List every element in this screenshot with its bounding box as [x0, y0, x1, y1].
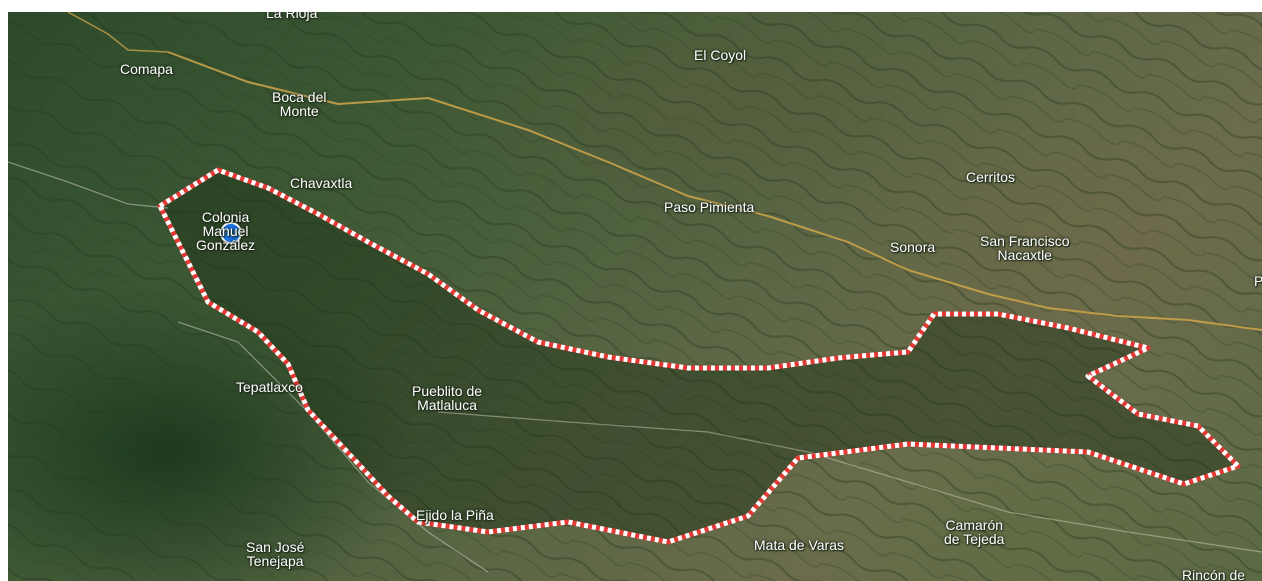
place-label-line: Manuel: [202, 223, 249, 239]
place-label-line: P: [1254, 273, 1262, 289]
protected-area-fill: [160, 170, 1238, 542]
place-label-line: Mata de Varas: [754, 537, 845, 553]
place-label-line: Chavaxtla: [290, 175, 353, 191]
place-label-line: Rincón de: [1182, 567, 1246, 581]
place-label-line: La Rioja: [266, 12, 318, 21]
place-label-line: González: [196, 237, 256, 253]
place-label-line: Camarón: [945, 517, 1004, 533]
place-label-tepatlaxco[interactable]: Tepatlaxco: [236, 380, 303, 394]
place-label-line: Pueblito de: [412, 383, 483, 399]
place-label-line: Cerritos: [966, 169, 1016, 185]
place-label-line: Monte: [279, 103, 319, 119]
place-label-line: Paso Pimienta: [664, 199, 755, 215]
place-label-chavaxtla[interactable]: Chavaxtla: [290, 176, 352, 190]
place-label-line: Sonora: [890, 239, 936, 255]
place-label-line: Matlaluca: [417, 397, 477, 413]
place-label-rincon-de[interactable]: Rincón de: [1182, 568, 1245, 581]
main-road: [167, 51, 1262, 331]
place-label-mata-de-varas[interactable]: Mata de Varas: [754, 538, 844, 552]
place-label-line: Nacaxtle: [997, 247, 1052, 263]
map-overlay: [8, 12, 1262, 581]
current-location-marker[interactable]: [220, 222, 242, 244]
place-label-line: Comapa: [120, 61, 173, 77]
place-label-line: Colonia: [201, 209, 250, 225]
place-label-el-coyol[interactable]: El Coyol: [694, 48, 746, 62]
place-label-comapa[interactable]: Comapa: [120, 62, 173, 76]
local-road-south: [177, 321, 489, 573]
place-label-la-rioja[interactable]: La Rioja: [266, 12, 317, 20]
local-road-east: [437, 411, 1262, 553]
place-label-edge-p[interactable]: P: [1254, 274, 1262, 288]
terrain-texture: [8, 12, 1262, 581]
place-label-line: El Coyol: [694, 47, 747, 63]
place-label-cerritos[interactable]: Cerritos: [966, 170, 1015, 184]
secondary-road: [67, 12, 169, 53]
protected-area-boundary-white: [157, 167, 1241, 545]
local-road: [8, 161, 169, 209]
place-label-line: de Tejeda: [944, 531, 1005, 547]
place-label-line: San Francisco: [980, 233, 1070, 249]
place-label-ejido-la-pina[interactable]: Ejido la Piña: [416, 508, 494, 522]
place-label-line: San José: [246, 539, 305, 555]
place-label-line: Boca del: [272, 89, 327, 105]
place-label-sonora[interactable]: Sonora: [890, 240, 935, 254]
place-label-paso-pimienta[interactable]: Paso Pimienta: [664, 200, 754, 214]
place-label-line: Tenejapa: [246, 553, 304, 569]
place-label-line: Ejido la Piña: [416, 507, 494, 523]
place-label-line: Tepatlaxco: [236, 379, 303, 395]
